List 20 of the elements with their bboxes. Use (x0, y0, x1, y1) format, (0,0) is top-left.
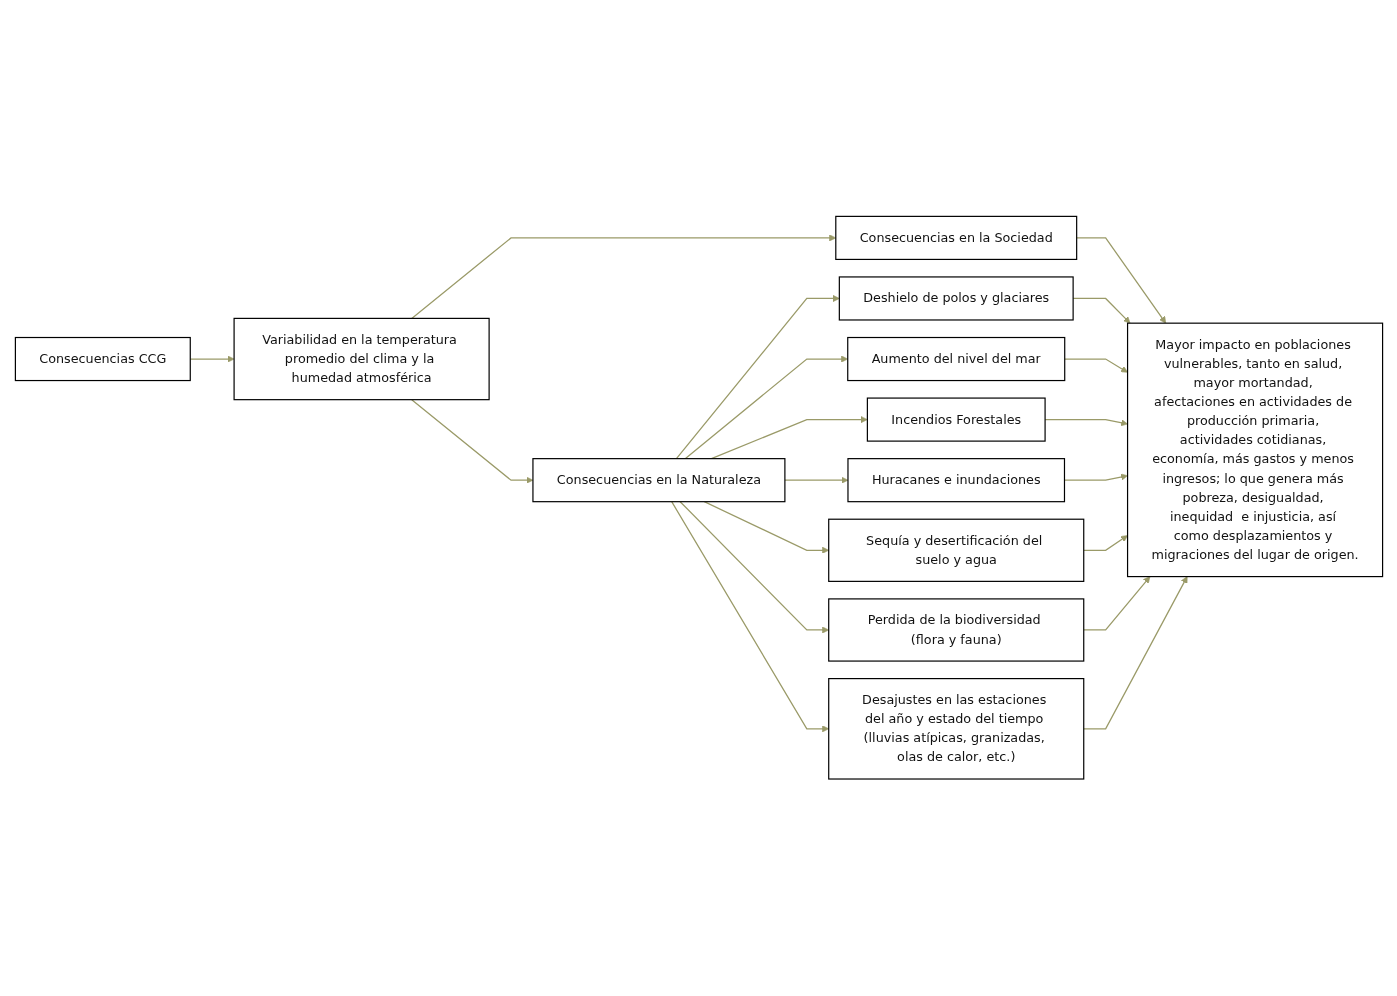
node-box: Desajustes en las estaciones del año y estado del tiempo (lluvias atípicas, granizadas, olas de calor, etc.) (827, 678, 1084, 780)
arrow (684, 355, 848, 460)
node-box: Consecuencias en la Sociedad (834, 216, 1077, 261)
arrow (410, 234, 836, 320)
node-box: Variabilidad en la temperatura promedio del clima y la humedad atmosférica (233, 318, 490, 401)
node-box: Deshielo de polos y glaciares (838, 276, 1074, 321)
node-box: Aumento del nivel del mar (846, 337, 1065, 382)
node-box: Huracanes e inundaciones (846, 458, 1065, 503)
arrow (1063, 473, 1128, 482)
arrow (410, 399, 533, 484)
arrow (679, 501, 829, 634)
arrow (703, 501, 829, 555)
arrow (189, 355, 234, 363)
node-box: Incendios Forestales (866, 397, 1046, 442)
node-box: Sequía y desertificación del suelo y agua (827, 518, 1084, 583)
node-box: Mayor impacto en poblaciones vulnerables, tanto en salud, mayor mortandad, afectaciones en actividades de producción primaria, actividades cotidianas, economía, más gastos y menos ingresos; lo que genera más pobreza, desigualdad, inequidad e injusticia, así como desplazamientos y migraciones del lugar de origen. (1126, 322, 1383, 578)
arrow (670, 501, 829, 733)
node-box: Consecuencias en la Naturaleza (531, 458, 785, 503)
node-box: Consecuencias CCG (14, 337, 191, 382)
node-box: Perdida de la biodiversidad (flora y fauna) (827, 598, 1084, 662)
